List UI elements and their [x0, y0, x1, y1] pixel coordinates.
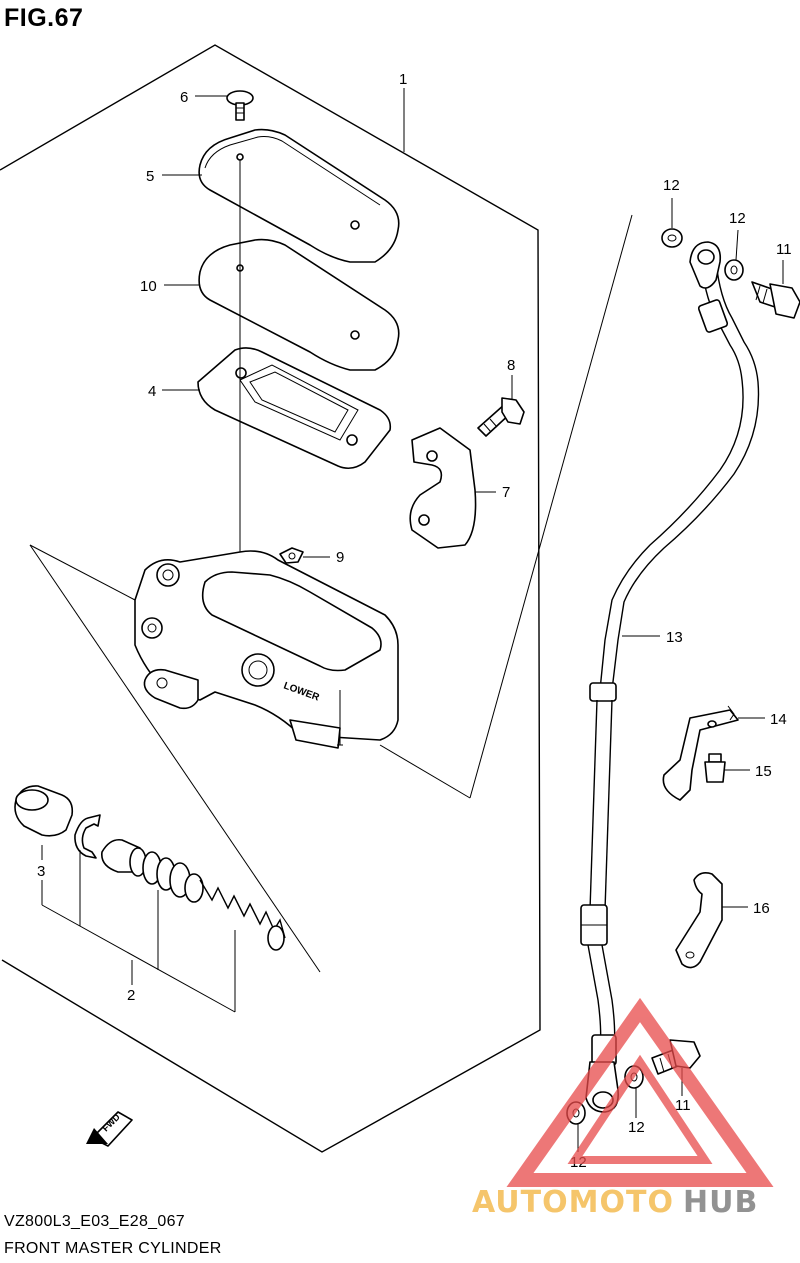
watermark-logo: AUTOMOTO HUB [472, 997, 774, 1220]
reservoir-diaphragm [197, 347, 392, 470]
piston-assembly [101, 838, 286, 951]
part2-bracket [41, 850, 236, 1013]
callout-6: 6 [180, 89, 188, 106]
master-cylinder-body: LOWER [134, 550, 399, 749]
figure-code: VZ800L3_E03_E28_067 [4, 1213, 185, 1230]
callout-11-bottom: 11 [675, 1097, 691, 1114]
callout-16: 16 [753, 900, 770, 917]
figure-title: FIG.67 [4, 4, 84, 32]
callout-4: 4 [148, 383, 156, 400]
callout-12-bottom-right: 12 [628, 1119, 645, 1136]
reservoir-clip [279, 547, 304, 564]
callout-8: 8 [507, 357, 515, 374]
clamp-bolt-15 [704, 753, 726, 783]
callout-13: 13 [666, 629, 683, 646]
brake-hose [580, 241, 760, 1113]
callout-9: 9 [336, 549, 344, 566]
hose-clamp-16 [675, 872, 723, 969]
leader-lines [41, 88, 784, 1152]
circlip [74, 814, 101, 859]
holder-bolt [477, 397, 525, 437]
figure-name: FRONT MASTER CYLINDER [4, 1240, 222, 1257]
dust-boot [14, 785, 74, 837]
fwd-direction-arrow: FWD [86, 1111, 133, 1147]
callout-12-top-right: 12 [729, 210, 746, 227]
callout-5: 5 [146, 168, 154, 185]
watermark-text-auto: AUTOMOTO [472, 1185, 674, 1220]
union-bolts-11 [651, 281, 800, 1075]
washers-12 [566, 228, 744, 1125]
callout-7: 7 [502, 484, 510, 501]
reservoir-cap [198, 128, 400, 263]
callout-14: 14 [770, 711, 787, 728]
callout-2: 2 [127, 987, 135, 1004]
callout-1: 1 [399, 71, 407, 88]
assembly-outline [0, 44, 633, 1153]
callout-15: 15 [755, 763, 772, 780]
callout-11-top: 11 [776, 241, 792, 258]
callout-numbers: 1 2 3 4 5 6 7 8 9 10 11 11 12 12 12 12 1… [37, 71, 792, 1171]
callout-10: 10 [140, 278, 157, 295]
reservoir-cap-screw [226, 90, 254, 121]
callout-3: 3 [37, 863, 45, 880]
hose-clamp-14 [662, 705, 739, 801]
master-cylinder-holder [409, 427, 477, 549]
callout-12-top-left: 12 [663, 177, 680, 194]
watermark-text-hub: HUB [683, 1185, 758, 1220]
